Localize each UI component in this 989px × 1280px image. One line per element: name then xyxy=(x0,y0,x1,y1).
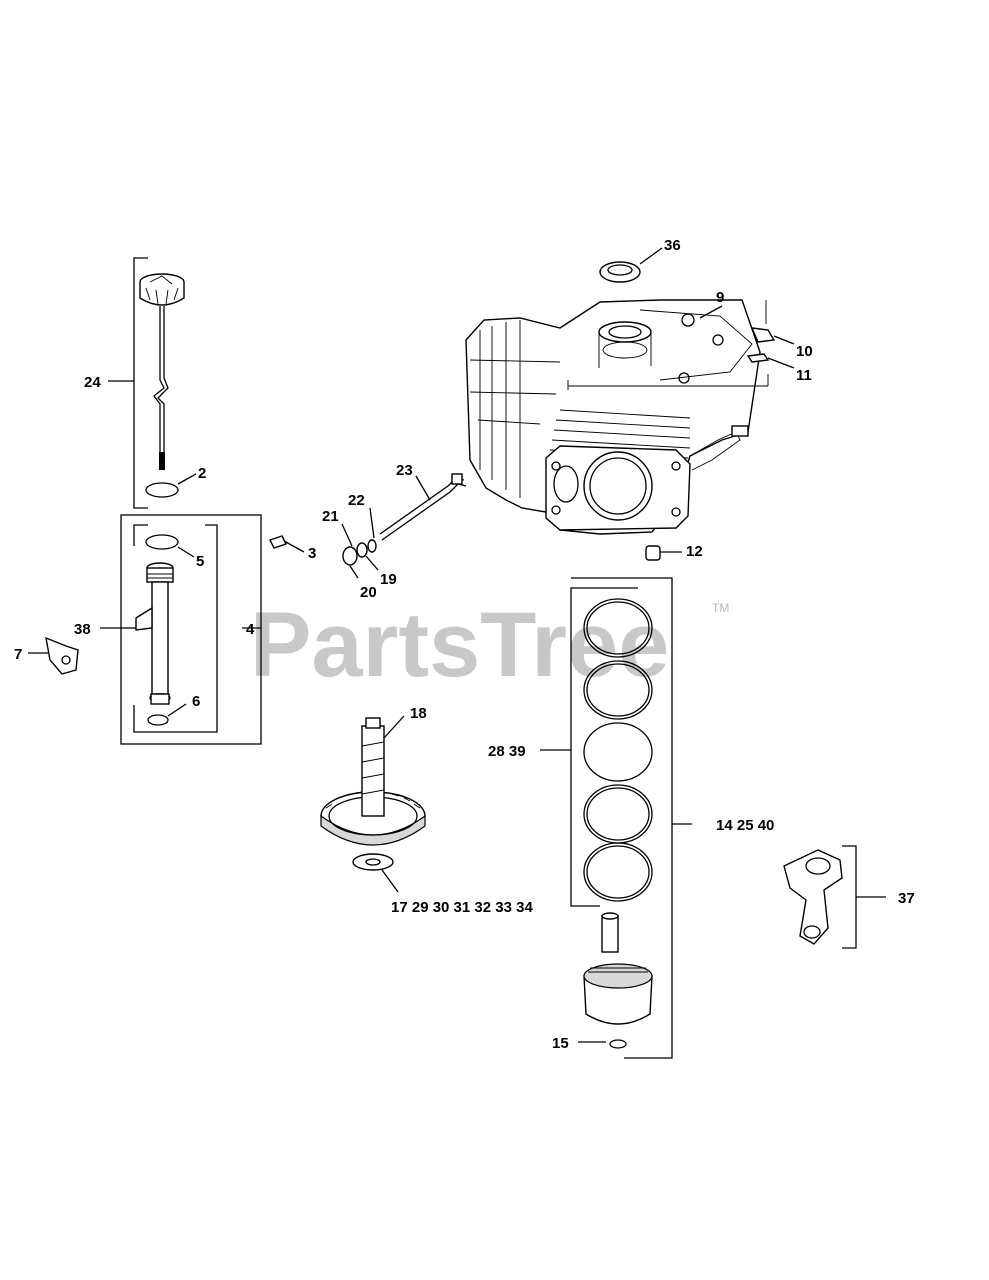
connecting-rod[interactable] xyxy=(783,849,843,945)
piston-ring[interactable] xyxy=(583,842,653,902)
piston-ring[interactable] xyxy=(583,660,653,720)
callout-17-29-30-31-32-33-34[interactable]: 17 29 30 31 32 33 34 xyxy=(391,899,533,916)
o-ring-5[interactable] xyxy=(145,534,179,550)
partstree-watermark: PartsTree TM xyxy=(250,594,729,696)
callout-24[interactable]: 24 xyxy=(84,374,101,391)
bracket-7[interactable] xyxy=(45,636,79,675)
piston-assembly[interactable] xyxy=(540,577,692,1059)
plug-12[interactable] xyxy=(645,545,661,561)
camshaft-assembly[interactable] xyxy=(320,715,426,893)
callout-23[interactable]: 23 xyxy=(396,462,413,479)
callout-3[interactable]: 3 xyxy=(308,545,316,562)
callout-7[interactable]: 7 xyxy=(14,646,22,663)
callout-21[interactable]: 21 xyxy=(322,508,339,525)
callout-11[interactable]: 11 xyxy=(796,367,812,384)
callout-15[interactable]: 15 xyxy=(552,1035,569,1052)
callout-10[interactable]: 10 xyxy=(796,343,813,360)
thrust-washer[interactable] xyxy=(352,853,394,871)
retainer-15[interactable] xyxy=(609,1039,627,1049)
connecting-rod-assembly[interactable] xyxy=(783,845,886,949)
o-ring-6[interactable] xyxy=(147,714,169,726)
callout-20[interactable]: 20 xyxy=(360,584,377,601)
callout-19[interactable]: 19 xyxy=(380,571,397,588)
callout-18[interactable]: 18 xyxy=(410,705,427,722)
piston[interactable] xyxy=(583,975,653,1025)
callout-28-39[interactable]: 28 39 xyxy=(488,743,526,760)
callout-5[interactable]: 5 xyxy=(196,553,204,570)
callout-12[interactable]: 12 xyxy=(686,543,703,560)
piston-pin[interactable] xyxy=(601,915,619,953)
o-ring-2[interactable] xyxy=(145,482,179,498)
callout-9[interactable]: 9 xyxy=(716,289,724,306)
piston-ring[interactable] xyxy=(583,784,653,844)
watermark-trademark: TM xyxy=(712,601,729,615)
callout-4[interactable]: 4 xyxy=(246,621,255,638)
callout-36[interactable]: 36 xyxy=(664,237,681,254)
callout-38[interactable]: 38 xyxy=(74,621,91,638)
dipstick-assembly[interactable] xyxy=(108,257,197,509)
callout-14-25-40[interactable]: 14 25 40 xyxy=(716,817,774,834)
piston-ring[interactable] xyxy=(583,722,653,782)
crankcase-block[interactable] xyxy=(465,247,795,561)
callout-37[interactable]: 37 xyxy=(898,890,915,907)
callout-6[interactable]: 6 xyxy=(192,693,200,710)
screw-3[interactable] xyxy=(269,535,305,553)
piston-ring[interactable] xyxy=(583,598,653,658)
callout-22[interactable]: 22 xyxy=(348,492,365,509)
dipstick-tube-assembly[interactable] xyxy=(28,514,262,745)
callout-2[interactable]: 2 xyxy=(198,465,206,482)
watermark-brand: PartsTree xyxy=(250,594,669,696)
governor-shaft-assembly[interactable] xyxy=(341,473,467,579)
